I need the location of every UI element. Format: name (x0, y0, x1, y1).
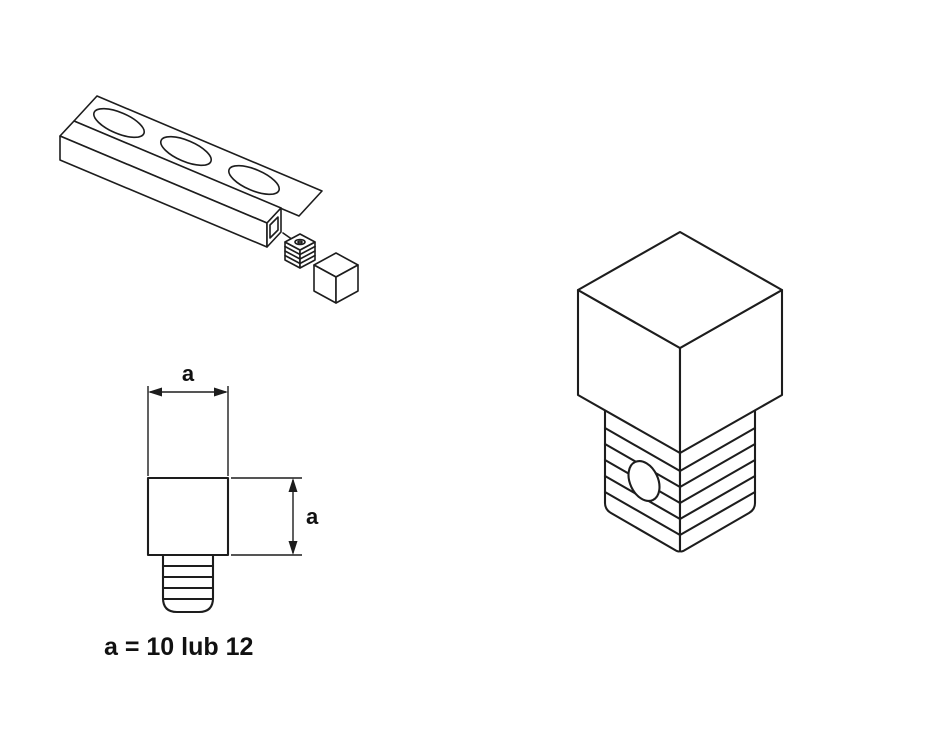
profile-square-channel (59, 120, 282, 248)
cap-cube-small (313, 252, 359, 304)
isometric-cap-view (576, 230, 784, 553)
flange-slot (93, 107, 145, 139)
dimension-formula: a = 10 lub 12 (104, 633, 253, 661)
dimension-height: a (231, 477, 319, 556)
cap-plug-outline (161, 553, 215, 614)
plug-rib (603, 426, 757, 473)
plug-rib (603, 490, 757, 537)
dim-width-label: a (182, 361, 195, 386)
dimension-width: a (147, 361, 229, 476)
plug-stud (294, 238, 306, 246)
flange-slot (228, 164, 280, 196)
plug-rib (603, 442, 757, 489)
dim-height-label: a (306, 504, 319, 529)
dimension-view: a a a = 10 lub 12 (104, 361, 319, 661)
cap-cube-large (576, 230, 784, 455)
profile-flange (73, 95, 323, 217)
plug-rib (603, 474, 757, 521)
flange-slot (160, 135, 212, 167)
plug-hole (627, 460, 661, 502)
profile-assembly-view (59, 95, 359, 304)
channel-opening (269, 216, 279, 239)
cap-head-outline (146, 476, 230, 557)
cap-plug-small (284, 233, 316, 269)
